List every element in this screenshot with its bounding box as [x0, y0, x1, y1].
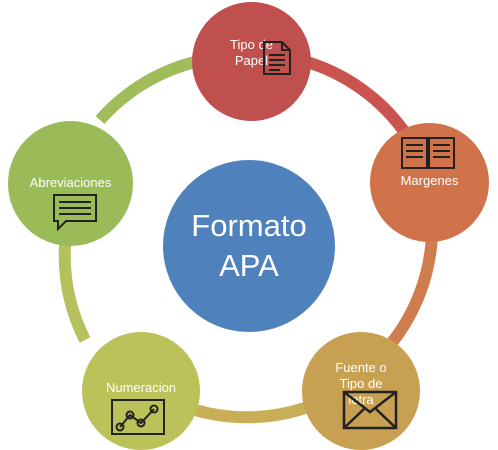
node-tipo-de-papel: Tipo de Papel — [192, 2, 311, 121]
center-node: Formato APA — [163, 160, 335, 332]
node-abreviaciones-label-line1: Abreviaciones — [29, 175, 112, 190]
ring-segment-fuente-numeracion — [193, 402, 307, 424]
node-fuente-label-line3: letra — [348, 392, 374, 407]
node-numeracion-label: Numeracion — [82, 380, 200, 396]
node-abreviaciones: Abreviaciones — [8, 121, 133, 246]
envelope-icon — [342, 390, 398, 430]
document-icon — [263, 41, 291, 75]
center-title-line2: APA — [219, 248, 279, 283]
node-margenes: Margenes — [370, 123, 489, 242]
node-numeracion-label-line1: Numeracion — [105, 380, 177, 395]
node-numeracion: Numeracion — [82, 332, 200, 450]
ring-segment-papel-margenes — [298, 54, 416, 144]
ring-segment-abreviaciones-papel — [95, 56, 197, 125]
ring-segment-numeracion-abreviaciones — [58, 244, 91, 343]
node-tipo-de-papel-label-line1: Tipo de — [230, 37, 273, 52]
center-title-line1: Formato — [191, 208, 307, 243]
node-fuente-label: Fuente o Tipo de letra — [302, 360, 420, 408]
ring-segment-margenes-fuente — [385, 234, 438, 349]
node-tipo-de-papel-label: Tipo de Papel — [192, 37, 311, 69]
center-title: Formato APA — [191, 206, 306, 286]
node-fuente-tipo-de-letra: Fuente o Tipo de letra — [302, 332, 420, 450]
node-fuente-label-line2: Tipo de — [339, 376, 383, 391]
speech-bubble-icon — [53, 194, 97, 231]
line-chart-icon — [111, 399, 165, 435]
node-tipo-de-papel-label-line2: Papel — [234, 53, 269, 68]
node-fuente-label-line1: Fuente o — [335, 360, 387, 375]
node-abreviaciones-label: Abreviaciones — [8, 175, 133, 191]
book-icon — [401, 137, 455, 169]
node-margenes-label: Margenes — [370, 173, 489, 189]
node-margenes-label-line1: Margenes — [400, 173, 459, 188]
